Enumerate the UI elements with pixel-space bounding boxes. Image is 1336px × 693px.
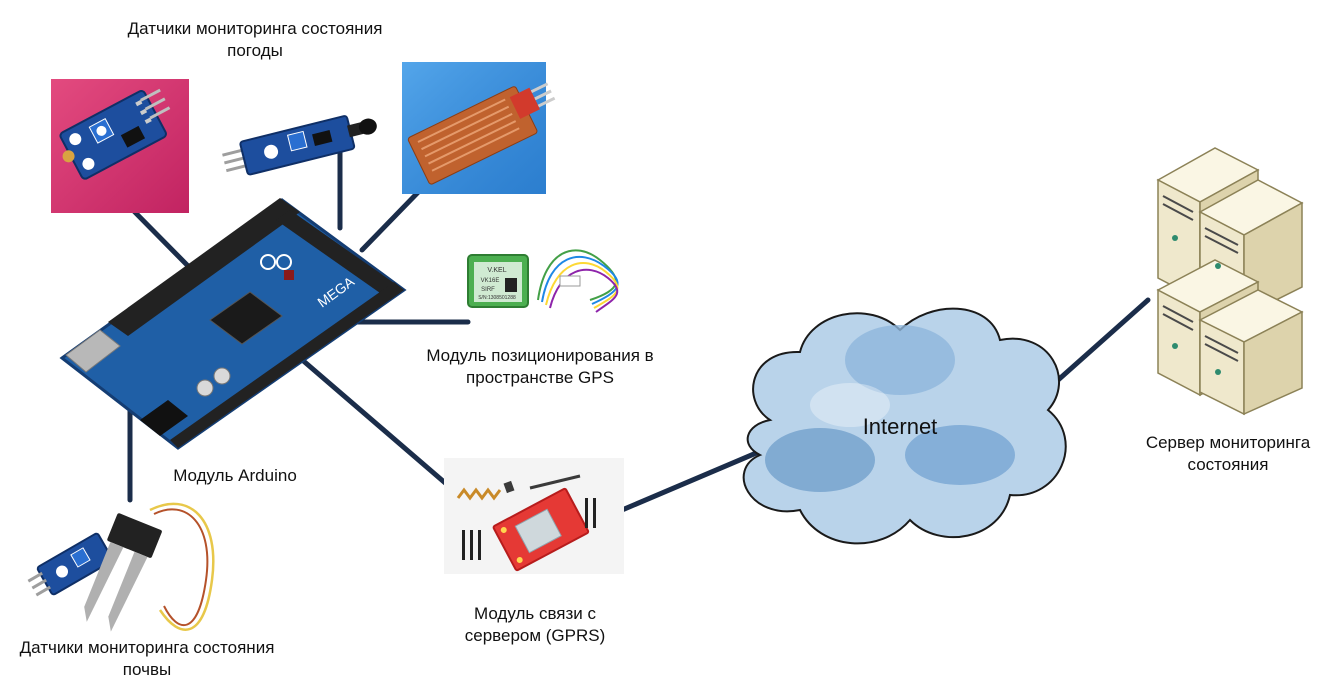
gprs-module-label-line-1: Модуль связи с — [473, 604, 597, 623]
gps-module-image: V.KEL VK16E SIRF S/N:1308501288 — [467, 249, 619, 313]
server-icon — [1156, 147, 1304, 416]
weather-sensors-label: Датчики мониторинга состояния погоды — [90, 18, 420, 62]
gprs-module-label: Модуль связи с сервером (GPRS) — [425, 603, 645, 647]
gps-chip-line-2: VK16E — [481, 278, 500, 284]
internet-cloud: Internet — [742, 307, 1067, 545]
server-label-line-2: состояния — [1187, 455, 1269, 474]
soil-sensors-label-line-1: Датчики мониторинга состояния — [19, 638, 275, 657]
weather-sensors-label-line-2: погоды — [227, 41, 283, 60]
arduino-board-image: MEGA — [59, 198, 407, 450]
water-sensor-image — [402, 62, 556, 194]
gps-module-label: Модуль позиционирования в пространстве G… — [385, 345, 695, 389]
gps-chip-line-3: SIRF — [481, 287, 495, 293]
server-label: Сервер мониторинга состояния — [1120, 432, 1336, 476]
arduino-label-line-1: Модуль Arduino — [173, 466, 297, 485]
flame-sensor-image — [222, 115, 377, 176]
gprs-module-image — [444, 458, 624, 574]
gps-module-label-line-2: пространстве GPS — [466, 368, 614, 387]
weather-sensors-label-line-1: Датчики мониторинга состояния — [127, 19, 383, 38]
light-sensor-image — [51, 79, 189, 213]
arduino-label: Модуль Arduino — [145, 465, 325, 487]
connector-gprs — [297, 355, 468, 503]
gps-module-label-line-1: Модуль позиционирования в — [426, 346, 654, 365]
internet-label: Internet — [863, 414, 938, 439]
soil-sensor-image — [27, 502, 215, 632]
soil-sensors-label-line-2: почвы — [122, 660, 172, 679]
server-label-line-1: Сервер мониторинга — [1145, 433, 1311, 452]
gps-chip-line-4: S/N:1308501288 — [478, 295, 516, 301]
gps-chip-line-1: V.KEL — [487, 267, 506, 274]
gprs-module-label-line-2: сервером (GPRS) — [464, 626, 606, 645]
soil-sensors-label: Датчики мониторинга состояния почвы — [0, 637, 294, 681]
